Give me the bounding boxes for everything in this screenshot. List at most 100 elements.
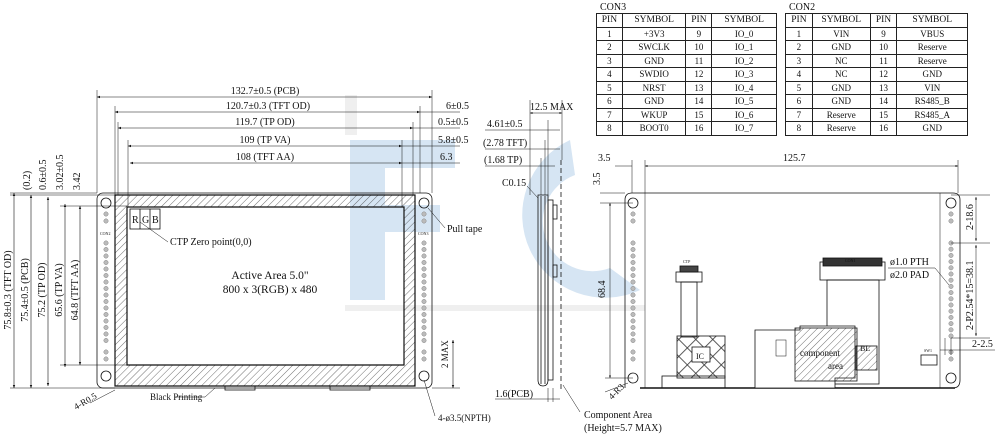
drawing-shape (945, 372, 957, 384)
mount-hole (418, 197, 430, 209)
pin-pad (630, 305, 636, 311)
pin-number: 16 (685, 121, 713, 136)
dim-right-2: 0.5±0.5 (438, 117, 469, 128)
black-printing-frame (114, 194, 416, 387)
pin-number: 1 (596, 26, 623, 41)
pin-pad (103, 312, 109, 317)
rgb-g: G (142, 215, 149, 226)
drawing-shape (224, 385, 256, 391)
pin-pad (421, 305, 427, 311)
sw1-switch (920, 354, 938, 366)
pin-symbol: BOOT0 (621, 121, 687, 136)
drawing-shape (10, 90, 460, 389)
active-area-label: Active Area 5.0" (231, 270, 308, 282)
pcb-outline (96, 192, 433, 389)
pin-pad (103, 356, 109, 362)
dim-tft-aa-width: 108 (TFT AA) (236, 152, 294, 163)
con3-pin-header (421, 211, 427, 362)
back-con3-pin-header (630, 211, 636, 362)
ctp-flex (680, 281, 698, 338)
dimension-line (526, 185, 539, 199)
dim-tp-od-height: 75.2 (TP OD) (37, 263, 48, 318)
dim-right-4: 6.3 (440, 152, 453, 163)
con3-title: CON3 (600, 2, 627, 13)
pin-number: 8 (596, 121, 623, 136)
drawing-shape (89, 111, 460, 417)
pin-number: 2 (785, 40, 813, 55)
pin-number: 15 (685, 107, 713, 122)
black-printing-label: Black Printing (150, 392, 203, 402)
pin-pad (421, 266, 427, 272)
dimension-line (934, 267, 950, 286)
pin-pad (948, 308, 954, 314)
pin-pad (421, 218, 427, 224)
pin-symbol: VIN (811, 26, 871, 41)
corner-radius-label: 4-R0.5 (72, 390, 99, 411)
pin-pad (948, 218, 954, 224)
pin-number: 12 (685, 67, 713, 82)
pin-pad (421, 325, 427, 330)
component-area-label: Component Area (584, 410, 653, 421)
pin-pad (421, 240, 427, 246)
pin-pad (421, 260, 427, 265)
dimension-line (423, 379, 436, 417)
dim-3-5-horizontal: 3.5 (598, 153, 611, 164)
pin-pad (948, 302, 954, 308)
pin-symbol: IO_4 (711, 80, 777, 95)
pin-pad (630, 266, 636, 272)
pin-number: 3 (785, 53, 813, 68)
pin-number: 1 (785, 26, 813, 41)
pin-pad (948, 252, 954, 258)
pin-number: 6 (596, 94, 623, 109)
pin-symbol: RS485_B (896, 94, 968, 109)
pin-symbol: GND (811, 40, 871, 55)
dim-18-6: 2-18.6 (965, 204, 976, 230)
pin-pad (630, 247, 636, 252)
pin-pad (630, 253, 636, 259)
dim-tp-od-width: 119.7 (TP OD) (235, 117, 295, 128)
watermark-components-mark (345, 305, 645, 311)
pin-pad (948, 333, 954, 339)
pin-number: 16 (869, 121, 898, 136)
front-view-labels: 132.7±0.5 (PCB) 120.7±0.3 (TFT OD) 119.7… (3, 86, 491, 423)
pin-number: 4 (596, 67, 623, 82)
dimension-line (604, 382, 629, 393)
pin-pad (948, 277, 954, 283)
drawing-shape (552, 264, 558, 278)
pin-number: 5 (785, 80, 813, 95)
ctp-stiffener (661, 375, 726, 389)
drawing-shape (600, 160, 995, 393)
pin-pad (630, 240, 636, 246)
con2-pin-header (103, 211, 109, 362)
pin-number: 5 (596, 80, 623, 95)
dim-right-1: 6±0.5 (446, 101, 469, 112)
pin-pad (103, 266, 109, 272)
sw1-label: SW1 (924, 348, 932, 353)
pin-symbol: IO_1 (711, 40, 777, 55)
dim-tft-od-width: 120.7±0.3 (TFT OD) (226, 101, 310, 112)
pin-pad (630, 312, 636, 317)
pin-pad (948, 356, 954, 362)
pin-pad (421, 292, 427, 298)
column-header: PIN (869, 13, 898, 28)
dim-3-5-vertical: 3.5 (592, 173, 603, 186)
pin-pad (421, 331, 427, 337)
pin-pad (948, 283, 954, 289)
pin-pad (103, 218, 109, 224)
pin-pad (103, 253, 109, 259)
dim-height-68-4: 68.4 (597, 281, 608, 299)
pin-number: 3 (596, 53, 623, 68)
con2-title: CON2 (789, 2, 816, 13)
pin-pad (630, 356, 636, 362)
pth-label: ø1.0 PTH (890, 257, 929, 268)
pin-symbol: GND (811, 94, 871, 109)
